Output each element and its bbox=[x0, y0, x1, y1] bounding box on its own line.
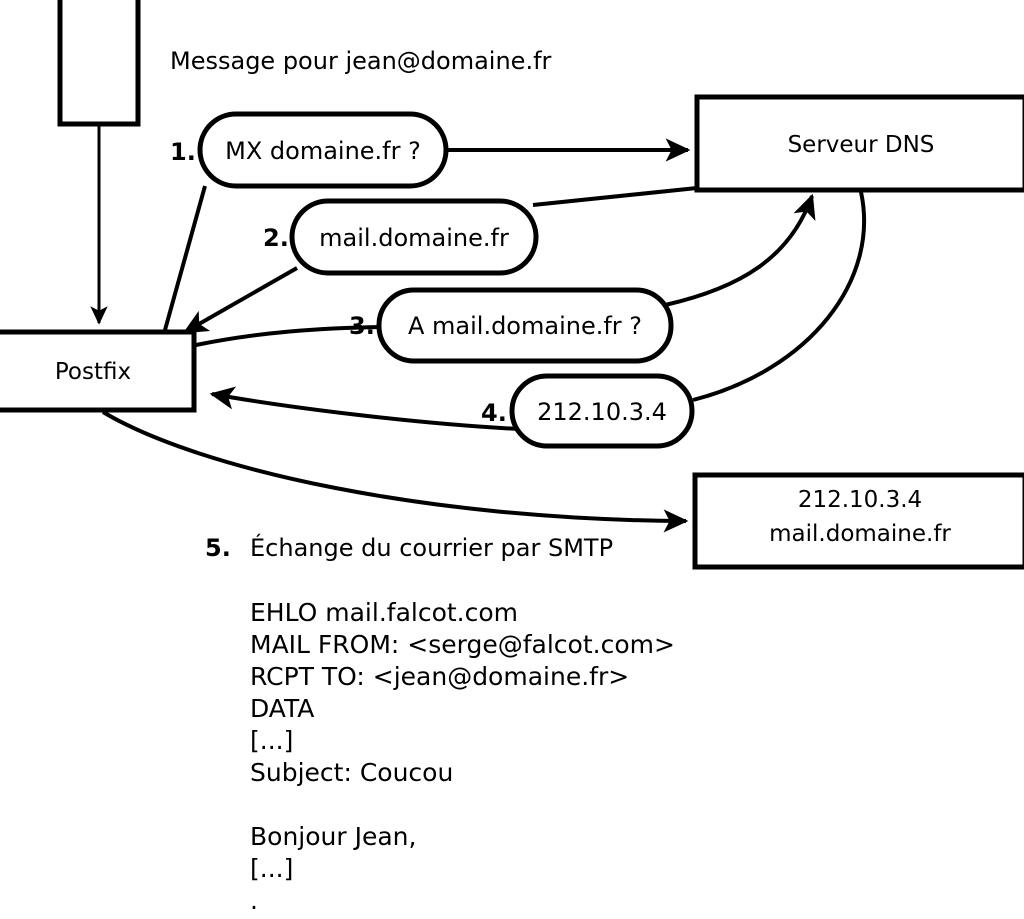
step3-bubble bbox=[376, 287, 674, 364]
postfix-box-label: Postfix bbox=[55, 359, 131, 385]
smtp-line: . bbox=[250, 886, 258, 915]
step2-bubble bbox=[289, 198, 539, 276]
smtp-transcript: EHLO mail.falcot.com MAIL FROM: <serge@f… bbox=[250, 598, 675, 915]
smtp-line: MAIL FROM: <serge@falcot.com> bbox=[250, 630, 675, 659]
connector-step2-dns-to-bubble bbox=[532, 186, 698, 207]
postfix-box bbox=[0, 329, 197, 413]
smtp-line: Bonjour Jean, bbox=[250, 822, 416, 851]
dns-box bbox=[694, 94, 1024, 193]
connector-step4-dns-to-bubble bbox=[692, 191, 867, 402]
step-1-number: 1. bbox=[170, 138, 196, 166]
mailserver-box-line2: mail.domaine.fr bbox=[769, 521, 951, 547]
connector-step5-postfix-to-mailserver bbox=[101, 410, 689, 533]
smtp-line: EHLO mail.falcot.com bbox=[250, 598, 518, 627]
connector-step1-postfix-tail bbox=[163, 185, 207, 331]
step1-bubble bbox=[197, 111, 449, 189]
source-box bbox=[57, 0, 141, 127]
step4-bubble bbox=[509, 373, 695, 449]
step-5-caption: Échange du courrier par SMTP bbox=[250, 533, 613, 562]
smtp-line: Subject: Coucou bbox=[250, 758, 453, 787]
smtp-line: [...] bbox=[250, 854, 293, 883]
connector-step4-bubble-to-postfix bbox=[209, 386, 520, 431]
dns-box-label: Serveur DNS bbox=[788, 132, 935, 158]
smtp-line: DATA bbox=[250, 694, 314, 723]
step-3-number: 3. bbox=[349, 312, 375, 340]
step-2-bubble-text: mail.domaine.fr bbox=[319, 224, 509, 252]
title-text: Message pour jean@domaine.fr bbox=[170, 47, 552, 75]
step-4-bubble-text: 212.10.3.4 bbox=[537, 398, 667, 426]
connector-step3-bubble-to-dns bbox=[664, 193, 816, 307]
connector-step3-postfix-to-bubble bbox=[195, 325, 383, 347]
mailserver-box bbox=[692, 472, 1024, 570]
step-5-number: 5. bbox=[205, 534, 231, 562]
smtp-line: RCPT TO: <jean@domaine.fr> bbox=[250, 662, 629, 691]
step-2-number: 2. bbox=[263, 224, 289, 252]
step-3-bubble-text: A mail.domaine.fr ? bbox=[408, 312, 642, 340]
mailserver-box-line1: 212.10.3.4 bbox=[798, 487, 922, 513]
step-4-number: 4. bbox=[481, 399, 507, 427]
step-1-bubble-text: MX domaine.fr ? bbox=[225, 137, 421, 165]
smtp-line: [...] bbox=[250, 726, 293, 755]
connector-step2-bubble-to-postfix bbox=[182, 266, 298, 334]
